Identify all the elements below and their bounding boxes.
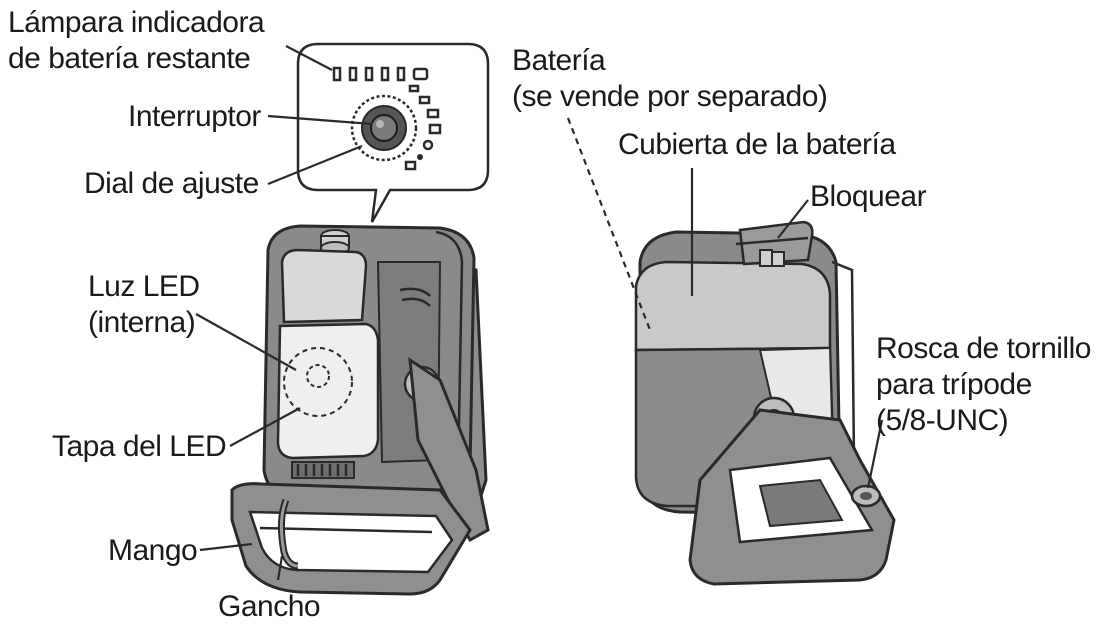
tripod-thread bbox=[850, 484, 882, 508]
back-view-light bbox=[634, 220, 896, 586]
adjustment-dial bbox=[350, 94, 418, 162]
label-led-cover: Tapa del LED bbox=[52, 430, 227, 463]
vent-grille bbox=[291, 461, 355, 479]
label-lock: Bloquear bbox=[810, 180, 927, 213]
label-adjustment-dial: Dial de ajuste bbox=[84, 167, 259, 200]
label-tripod-line1: Rosca de tornillo bbox=[876, 332, 1091, 365]
led-light-internal bbox=[283, 347, 353, 417]
label-battery-indicator-line1: Lámpara indicadora bbox=[8, 6, 265, 39]
label-hook: Gancho bbox=[218, 590, 321, 623]
lock-latch bbox=[735, 220, 814, 267]
label-tripod-line2: para trípode bbox=[876, 368, 1032, 401]
dial-mode-icons bbox=[404, 84, 442, 171]
label-battery-indicator-line2: de batería restante bbox=[8, 42, 251, 75]
leader-lines bbox=[195, 45, 884, 581]
label-tripod-line3: (5/8-UNC) bbox=[876, 404, 1009, 437]
label-switch: Interruptor bbox=[128, 100, 261, 133]
label-battery-line2: (se vende por separado) bbox=[512, 80, 828, 113]
front-view-light bbox=[230, 224, 490, 596]
label-led-light-line1: Luz LED bbox=[88, 270, 200, 303]
zoom-callout bbox=[296, 42, 490, 223]
label-led-light-line2: (interna) bbox=[88, 306, 196, 339]
label-battery-line1: Batería bbox=[512, 44, 606, 77]
label-battery-cover: Cubierta de la batería bbox=[618, 128, 896, 161]
battery-indicator-lamps bbox=[332, 66, 429, 82]
label-handle: Mango bbox=[108, 534, 198, 567]
